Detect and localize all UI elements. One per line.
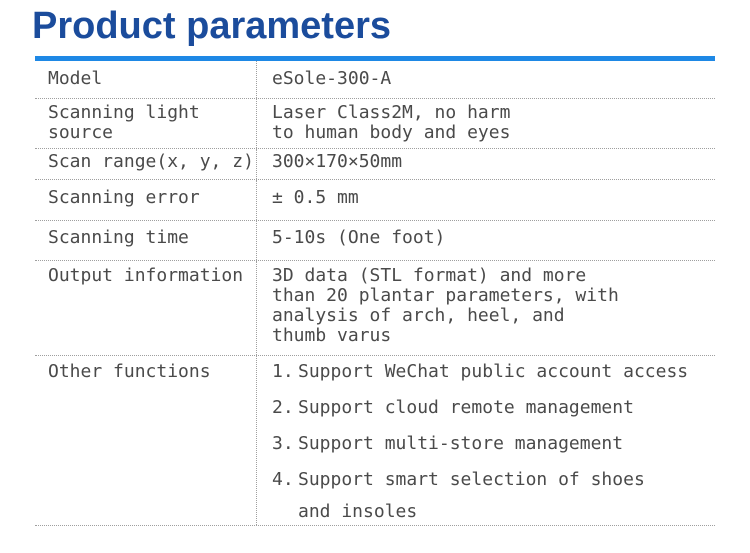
row-value-text: ± 0.5 mm [272, 187, 359, 208]
table-row-scan-range: Scan range(x, y, z) 300×170×50mm [35, 149, 715, 180]
row-value-text: 5-10s (One foot) [272, 227, 446, 248]
row-value-text: thumb varus [272, 325, 392, 346]
table-row-scanning-light-source: Scanning light source Laser Class2M, no … [35, 99, 715, 149]
list-item-number: 1. [272, 361, 294, 382]
row-value-text: to human body and eyes [272, 122, 511, 143]
table-row-output-information: Output information 3D data (STL format) … [35, 261, 715, 356]
row-value: Laser Class2M, no harm to human body and… [257, 99, 715, 148]
row-value: eSole-300-A [257, 61, 715, 98]
row-label: Output information [35, 261, 257, 355]
row-label-text: Scan range(x, y, z) [48, 151, 254, 172]
row-label-text: Other functions [48, 361, 211, 382]
table-row-model: Model eSole-300-A [35, 61, 715, 99]
row-value: ± 0.5 mm [257, 180, 715, 220]
row-label: Scan range(x, y, z) [35, 149, 257, 179]
row-label: Scanning error [35, 180, 257, 220]
row-label-text: Output information [48, 265, 244, 286]
row-value: 5-10s (One foot) [257, 221, 715, 260]
row-label-text: Model [48, 68, 103, 89]
list-item-text: Support smart selection of shoes [298, 469, 645, 490]
list-item-text: Support WeChat public account access [298, 361, 689, 382]
list-item-number: 3. [272, 433, 294, 454]
spec-table: Model eSole-300-A Scanning light source … [35, 56, 715, 526]
row-label: Model [35, 61, 257, 98]
row-label-text: source [48, 122, 114, 143]
row-value-text: 3D data (STL format) and more [272, 265, 587, 286]
function-list-item: 1. Support WeChat public account access [272, 362, 715, 382]
list-item-text: Support multi-store management [298, 433, 624, 454]
row-value-text: eSole-300-A [272, 68, 392, 89]
list-item-continuation: and insoles [298, 501, 418, 522]
row-label-text: Scanning light [48, 102, 200, 123]
row-value-text: than 20 plantar parameters, with [272, 285, 619, 306]
function-list-item: 3. Support multi-store management [272, 434, 715, 454]
row-label: Other functions [35, 356, 257, 525]
table-row-other-functions: Other functions 1. Support WeChat public… [35, 356, 715, 526]
row-value-text: 300×170×50mm [272, 151, 403, 172]
row-label: Scanning time [35, 221, 257, 260]
table-row-scanning-time: Scanning time 5-10s (One foot) [35, 221, 715, 261]
list-item-number: 2. [272, 397, 294, 418]
page-title: Product parameters [32, 5, 392, 47]
row-value: 300×170×50mm [257, 149, 715, 179]
row-label: Scanning light source [35, 99, 257, 148]
list-item-number: 4. [272, 469, 294, 490]
row-label-text: Scanning error [48, 187, 200, 208]
row-value-text: Laser Class2M, no harm [272, 102, 511, 123]
row-value-text: analysis of arch, heel, and [272, 305, 565, 326]
table-row-scanning-error: Scanning error ± 0.5 mm [35, 180, 715, 221]
row-value: 1. Support WeChat public account access … [257, 356, 715, 525]
row-value: 3D data (STL format) and more than 20 pl… [257, 261, 715, 355]
function-list-item: 2. Support cloud remote management [272, 398, 715, 418]
list-item-text: Support cloud remote management [298, 397, 634, 418]
row-label-text: Scanning time [48, 227, 189, 248]
function-list-item: 4. Support smart selection of shoes and … [272, 470, 715, 522]
